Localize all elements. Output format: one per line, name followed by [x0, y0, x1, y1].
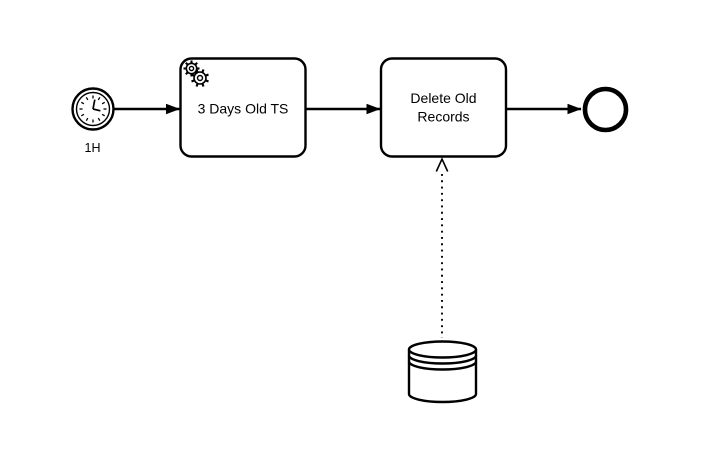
data-association-store-to-delete-task [435, 157, 449, 338]
database-cylinder-icon [407, 340, 478, 404]
service-task[interactable]: 3 Days Old TS [179, 57, 307, 158]
end-event[interactable] [582, 86, 629, 133]
timer-start-event[interactable] [71, 87, 115, 131]
gears-icon [183, 60, 209, 87]
delete-task-label-line-1: Delete Old [410, 90, 476, 106]
service-task-label: 3 Days Old TS [198, 101, 289, 117]
timer-clock-icon [79, 95, 107, 123]
open-arrowhead-icon [435, 157, 449, 172]
start-event-label: 1H [85, 141, 101, 155]
data-store[interactable] [407, 340, 478, 404]
delete-task-label-line-2: Records [417, 109, 469, 125]
task-delete-old-records[interactable]: Delete Old Records [379, 57, 508, 158]
